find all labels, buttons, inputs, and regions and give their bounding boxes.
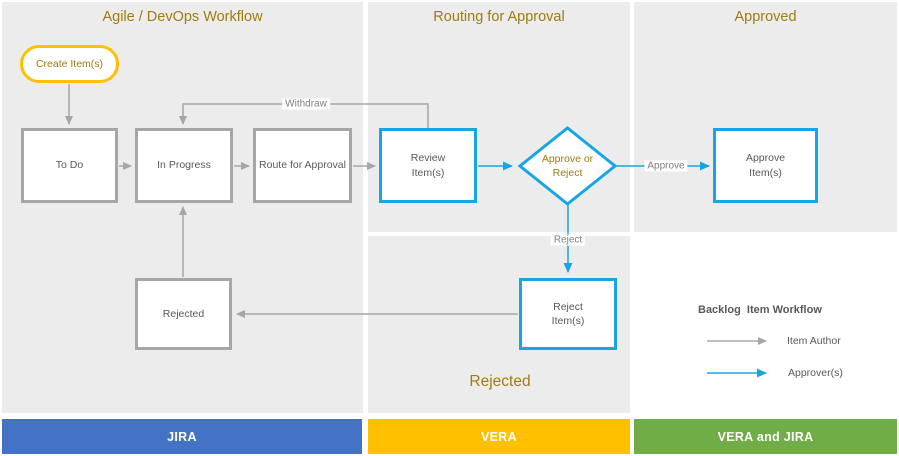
node-in-progress: In Progress — [135, 128, 233, 203]
node-route-for-approval: Route for Approval — [253, 128, 352, 203]
node-approve-items-line2: Item(s) — [749, 166, 782, 179]
system-bar-jira: JIRA — [2, 419, 362, 454]
node-reject-items: Reject Item(s) — [519, 278, 617, 350]
system-bar-jira-label: JIRA — [167, 429, 197, 444]
node-approve-items: Approve Item(s) — [713, 128, 818, 203]
legend-title: Backlog Item Workflow — [698, 304, 822, 316]
system-bar-vera: VERA — [368, 419, 630, 454]
node-approve-items-line1: Approve — [745, 152, 786, 165]
system-bar-vera-and-jira: VERA and JIRA — [634, 419, 897, 454]
node-review-items-line1: Review — [410, 152, 446, 165]
edge-label-approve: Approve — [644, 160, 688, 172]
node-to-do: To Do — [21, 128, 118, 203]
node-create-item: Create Item(s) — [20, 45, 119, 83]
node-to-do-label: To Do — [55, 159, 84, 172]
decision-label-line2: Reject — [552, 167, 583, 179]
node-create-item-label: Create Item(s) — [35, 57, 104, 70]
edge-label-reject: Reject — [550, 234, 586, 246]
node-route-for-approval-label: Route for Approval — [259, 159, 346, 172]
section-label-rejected: Rejected — [469, 373, 531, 390]
system-bar-vera-and-jira-label: VERA and JIRA — [717, 429, 814, 444]
lane-title-agile: Agile / DevOps Workflow — [102, 9, 263, 25]
node-rejected-label: Rejected — [162, 307, 205, 320]
node-review-items-line2: Item(s) — [411, 166, 445, 179]
node-review-items: Review Item(s) — [379, 128, 477, 203]
lane-title-approved: Approved — [734, 9, 797, 25]
node-reject-items-line1: Reject — [553, 300, 583, 313]
node-rejected: Rejected — [135, 278, 232, 350]
system-bar-vera-label: VERA — [481, 429, 517, 444]
edge-label-withdraw: Withdraw — [282, 98, 330, 110]
legend-label-item-author: Item Author — [787, 335, 841, 347]
node-reject-items-line2: Item(s) — [551, 315, 585, 327]
legend-label-approvers: Approver(s) — [788, 367, 843, 379]
decision-label-line1: Approve or — [541, 152, 594, 165]
node-in-progress-label: In Progress — [157, 159, 211, 172]
decision-label: Approve or Reject — [521, 130, 614, 202]
lane-title-routing: Routing for Approval — [433, 9, 565, 25]
